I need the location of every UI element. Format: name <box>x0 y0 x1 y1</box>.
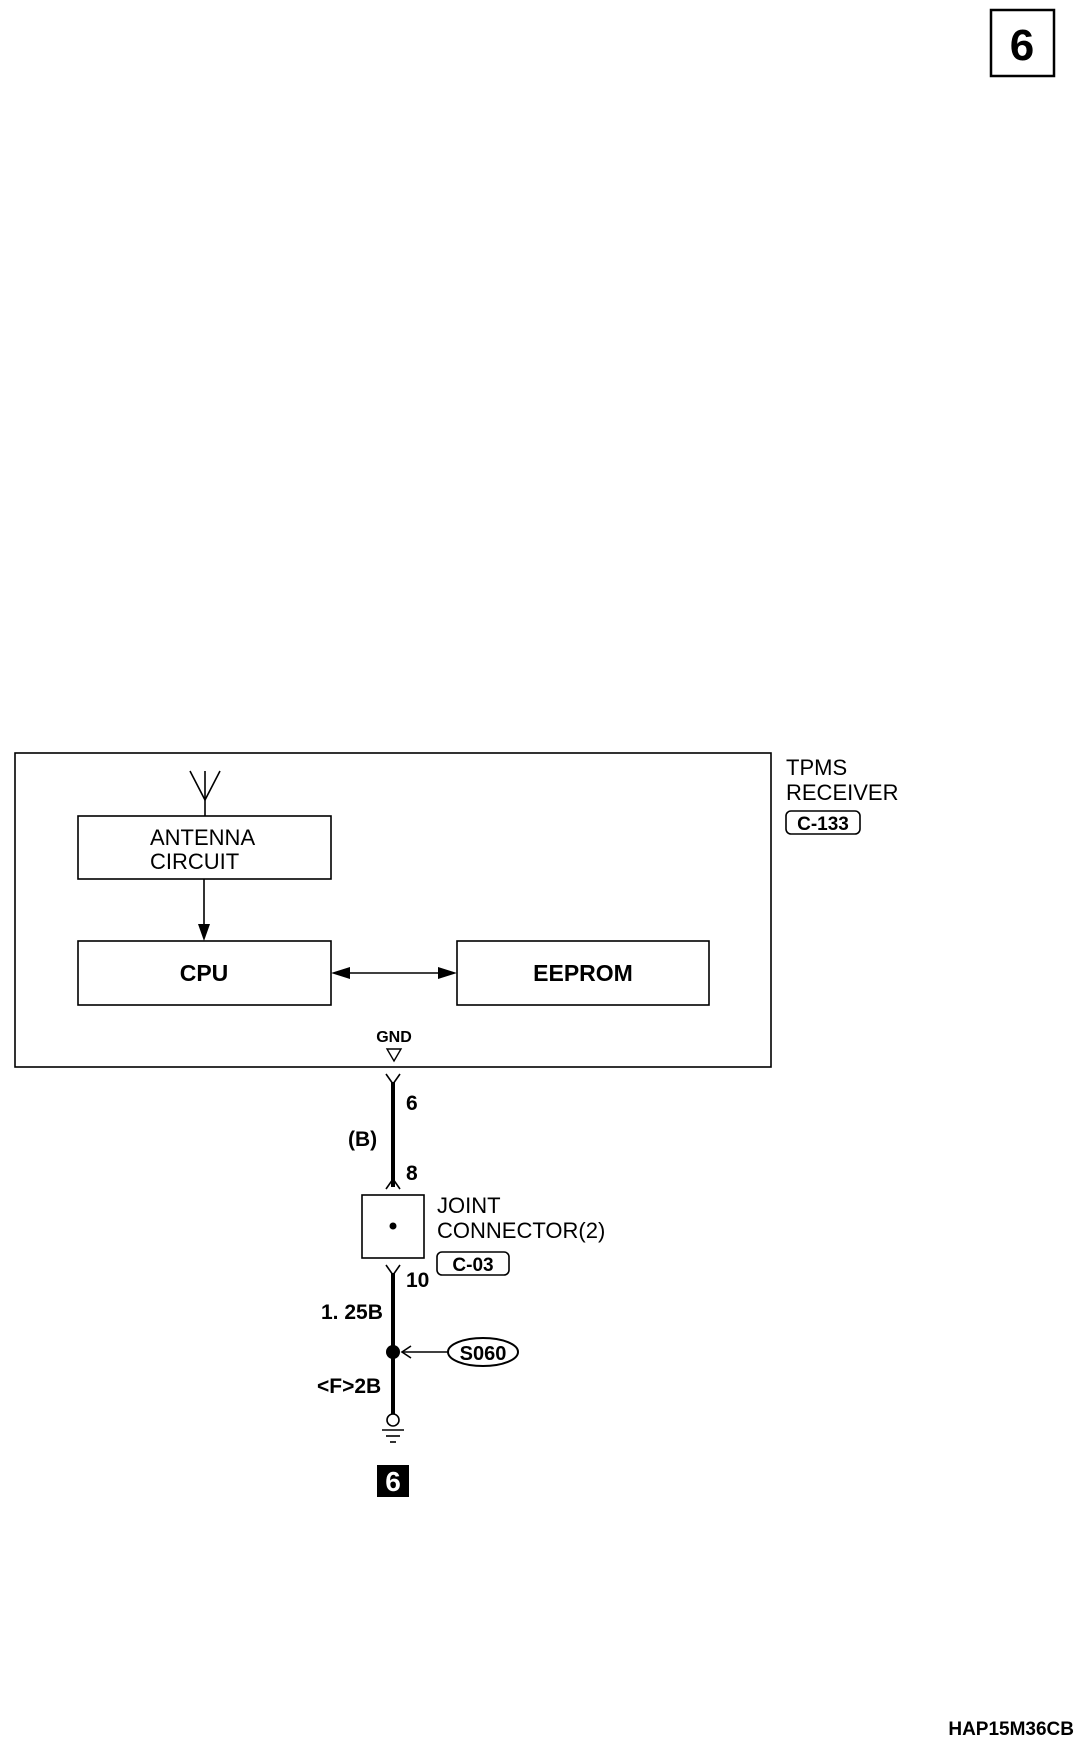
antenna-icon <box>189 770 221 816</box>
receiver-title-line2: RECEIVER <box>786 780 898 805</box>
joint-connector-tag: C-03 <box>436 1251 510 1276</box>
cpu-eeprom-arrow <box>331 967 457 979</box>
pin-joint-in: 8 <box>406 1162 418 1185</box>
splice-tag: S060 <box>447 1337 519 1367</box>
cpu-box <box>77 940 332 1006</box>
splice-label: S060 <box>460 1343 507 1365</box>
antenna-circuit-line2: CIRCUIT <box>150 849 239 874</box>
joint-dot <box>389 1222 397 1230</box>
splice-pointer <box>400 1345 448 1359</box>
pin-joint-out: 10 <box>406 1269 429 1292</box>
eeprom-box <box>456 940 710 1006</box>
joint-connector-box <box>361 1194 425 1259</box>
wire-receiver-to-joint <box>385 1073 401 1190</box>
cpu-label: CPU <box>180 960 229 986</box>
page-badge-number: 6 <box>1010 21 1034 70</box>
antenna-to-cpu-arrow <box>198 879 210 941</box>
page-badge: 6 <box>989 8 1056 78</box>
eeprom-label: EEPROM <box>533 960 633 986</box>
receiver-connector-tag: C-133 <box>785 810 861 835</box>
pin-top: 6 <box>406 1092 418 1115</box>
tpms-receiver-box <box>14 752 772 1068</box>
receiver-title-line1: TPMS <box>786 755 847 780</box>
ground-badge: 6 <box>377 1465 409 1497</box>
wire-size-bottom: 1. 25B <box>321 1301 383 1324</box>
joint-line2: CONNECTOR(2) <box>437 1218 605 1243</box>
wire-color-top: (B) <box>348 1128 377 1151</box>
splice-dot <box>386 1345 400 1359</box>
joint-connector-label: C-03 <box>452 1255 493 1276</box>
ground-badge-number: 6 <box>385 1466 401 1497</box>
wire-joint-to-ground <box>385 1264 401 1414</box>
joint-line1: JOINT <box>437 1193 501 1218</box>
gnd-triangle-icon <box>385 1048 403 1063</box>
receiver-connector-label: C-133 <box>797 814 849 835</box>
diagram-code: HAP15M36CB <box>948 1719 1074 1740</box>
ground-ref: <F>2B <box>317 1375 381 1398</box>
ground-icon <box>382 1413 404 1443</box>
antenna-circuit-line1: ANTENNA <box>150 825 255 850</box>
gnd-label: GND <box>376 1029 412 1046</box>
